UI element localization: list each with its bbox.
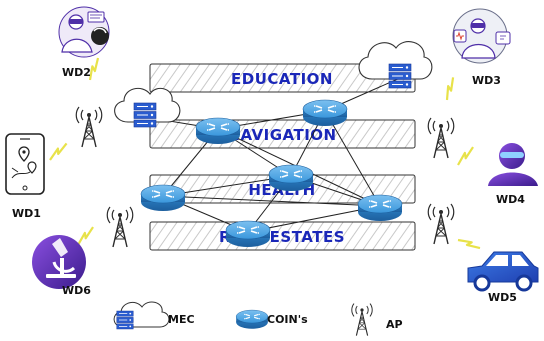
wd6-device: WD6 bbox=[32, 235, 91, 297]
device-label: WD6 bbox=[62, 284, 91, 297]
antenna-tower-icon bbox=[351, 303, 373, 337]
device-label: WD4 bbox=[496, 193, 525, 206]
wd1-device: WD1 bbox=[5, 133, 45, 220]
cloud-server-icon bbox=[116, 310, 134, 330]
wireless-link-icon bbox=[45, 142, 72, 162]
mec-cloud-right bbox=[358, 41, 433, 89]
legend-item-ap: AP bbox=[351, 303, 403, 337]
router-icon bbox=[235, 309, 269, 330]
router-icon bbox=[195, 117, 241, 145]
device-label: WD1 bbox=[12, 207, 41, 220]
wd4-device: WD4 bbox=[488, 143, 538, 206]
wireless-link-icon bbox=[452, 145, 479, 167]
wd2-device: WD2 bbox=[58, 6, 110, 79]
antenna-tower-icon bbox=[106, 206, 134, 248]
router-icon bbox=[225, 220, 271, 248]
legend: MEC COIN's AP bbox=[113, 301, 403, 337]
layer-label-navigation: NAVIGATION bbox=[227, 126, 336, 144]
mec-cloud-left bbox=[114, 87, 181, 128]
legend-item-coin: COIN's bbox=[235, 309, 308, 330]
layer-real-estates: REAL ESTATES bbox=[149, 221, 416, 251]
server-icon bbox=[388, 63, 412, 89]
microscope-icon bbox=[32, 235, 86, 289]
car-icon bbox=[467, 251, 539, 292]
device-label: WD3 bbox=[472, 74, 501, 87]
layer-education: EDUCATION bbox=[149, 63, 416, 93]
wd3-device: WD3 bbox=[452, 8, 511, 87]
smartphone-map-icon bbox=[5, 133, 45, 195]
legend-label: AP bbox=[386, 318, 403, 331]
person-icon bbox=[488, 143, 538, 186]
wd5-device: WD5 bbox=[467, 251, 539, 304]
legend-label: COIN's bbox=[267, 313, 308, 326]
router-icon bbox=[357, 194, 403, 222]
wireless-link-icon bbox=[439, 76, 461, 102]
device-label: WD2 bbox=[62, 66, 91, 79]
router-icon bbox=[268, 164, 314, 192]
antenna-tower-icon bbox=[427, 203, 455, 245]
antenna-tower-icon bbox=[427, 117, 455, 159]
server-icon bbox=[133, 102, 157, 128]
router-icon bbox=[140, 184, 186, 212]
device-label: WD5 bbox=[488, 291, 517, 304]
router-icon bbox=[302, 99, 348, 127]
vr-user-icon bbox=[58, 6, 110, 58]
wireless-link-icon bbox=[456, 232, 482, 256]
legend-item-mec: MEC bbox=[113, 301, 195, 330]
antenna-tower-icon bbox=[75, 106, 103, 148]
doctor-headset-icon bbox=[452, 8, 511, 64]
legend-label: MEC bbox=[168, 313, 195, 326]
layer-label-education: EDUCATION bbox=[231, 70, 333, 88]
